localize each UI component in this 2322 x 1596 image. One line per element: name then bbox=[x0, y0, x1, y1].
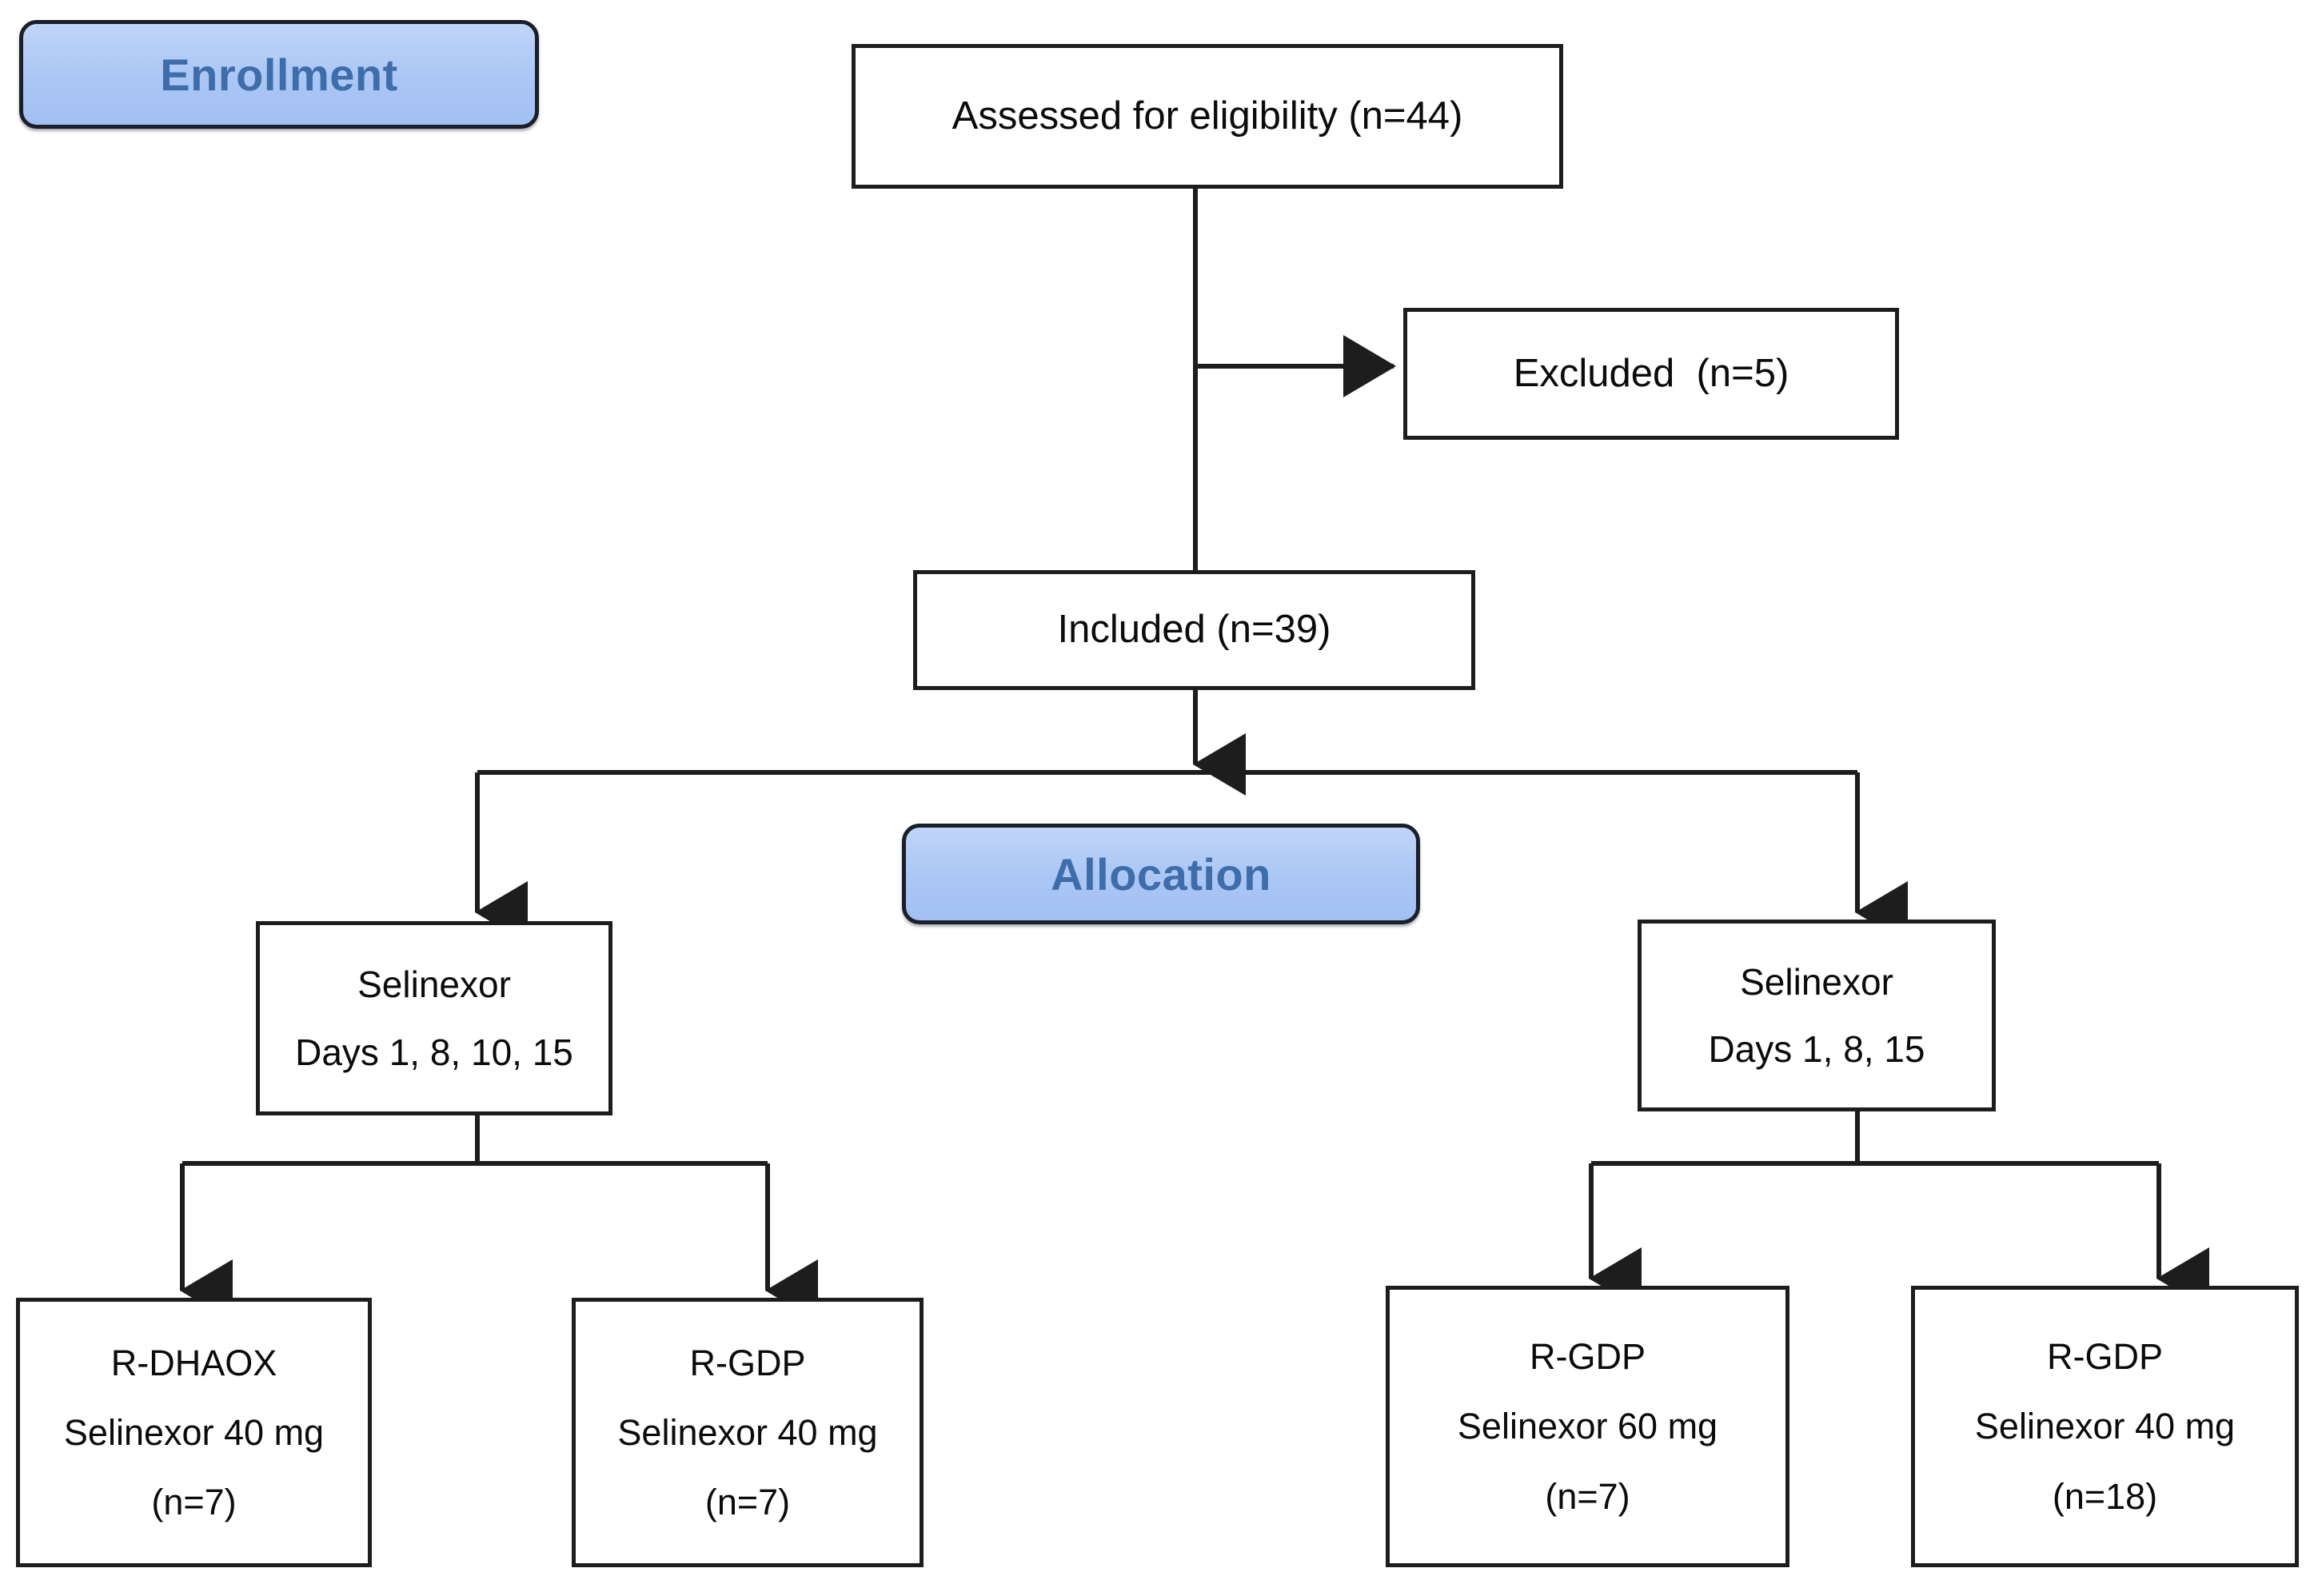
node-arm-right-line-2: Days 1, 8, 15 bbox=[1708, 1028, 1925, 1070]
node-arm-right-line-1: Selinexor bbox=[1740, 960, 1893, 1003]
node-included[interactable]: Included (n=39) bbox=[913, 570, 1475, 690]
node-assessed-for-eligibility[interactable]: Assessed for eligibility (n=44) bbox=[852, 44, 1563, 189]
node-included-line-1: Included (n=39) bbox=[1057, 608, 1331, 652]
stage-badge-allocation[interactable]: Allocation bbox=[902, 824, 1420, 924]
node-leaf4-line-1: R-GDP bbox=[2047, 1336, 2163, 1378]
node-leaf-r-gdp-40mg-left[interactable]: R-GDP Selinexor 40 mg (n=7) bbox=[572, 1298, 924, 1567]
node-leaf3-line-1: R-GDP bbox=[1530, 1336, 1646, 1378]
node-leaf1-line-3: (n=7) bbox=[151, 1482, 237, 1523]
node-arm-right-selinexor[interactable]: Selinexor Days 1, 8, 15 bbox=[1638, 920, 1996, 1111]
stage-badge-enrollment[interactable]: Enrollment bbox=[19, 20, 539, 129]
node-arm-left-line-2: Days 1, 8, 10, 15 bbox=[295, 1031, 573, 1073]
stage-badge-allocation-label: Allocation bbox=[1051, 848, 1271, 900]
node-assessed-line-1: Assessed for eligibility (n=44) bbox=[952, 94, 1463, 138]
node-leaf3-line-2: Selinexor 60 mg bbox=[1457, 1406, 1718, 1447]
node-leaf-r-dhaox-40mg[interactable]: R-DHAOX Selinexor 40 mg (n=7) bbox=[16, 1298, 372, 1567]
node-leaf1-line-1: R-DHAOX bbox=[110, 1342, 277, 1383]
node-arm-left-line-1: Selinexor bbox=[357, 964, 511, 1006]
node-leaf1-line-2: Selinexor 40 mg bbox=[63, 1411, 325, 1453]
node-leaf2-line-2: Selinexor 40 mg bbox=[617, 1411, 878, 1453]
node-leaf2-line-3: (n=7) bbox=[704, 1482, 791, 1523]
stage-badge-enrollment-label: Enrollment bbox=[160, 49, 398, 100]
node-leaf4-line-2: Selinexor 40 mg bbox=[1974, 1406, 2236, 1447]
node-leaf2-line-1: R-GDP bbox=[689, 1342, 806, 1383]
node-arm-left-selinexor[interactable]: Selinexor Days 1, 8, 10, 15 bbox=[256, 921, 612, 1115]
node-leaf-r-gdp-60mg[interactable]: R-GDP Selinexor 60 mg (n=7) bbox=[1386, 1286, 1789, 1567]
node-leaf4-line-3: (n=18) bbox=[2052, 1475, 2158, 1517]
node-leaf3-line-3: (n=7) bbox=[1545, 1475, 1630, 1517]
node-leaf-r-gdp-40mg-right[interactable]: R-GDP Selinexor 40 mg (n=18) bbox=[1911, 1286, 2299, 1567]
node-excluded[interactable]: Excluded (n=5) bbox=[1403, 308, 1899, 440]
node-excluded-line-1: Excluded (n=5) bbox=[1513, 351, 1789, 395]
